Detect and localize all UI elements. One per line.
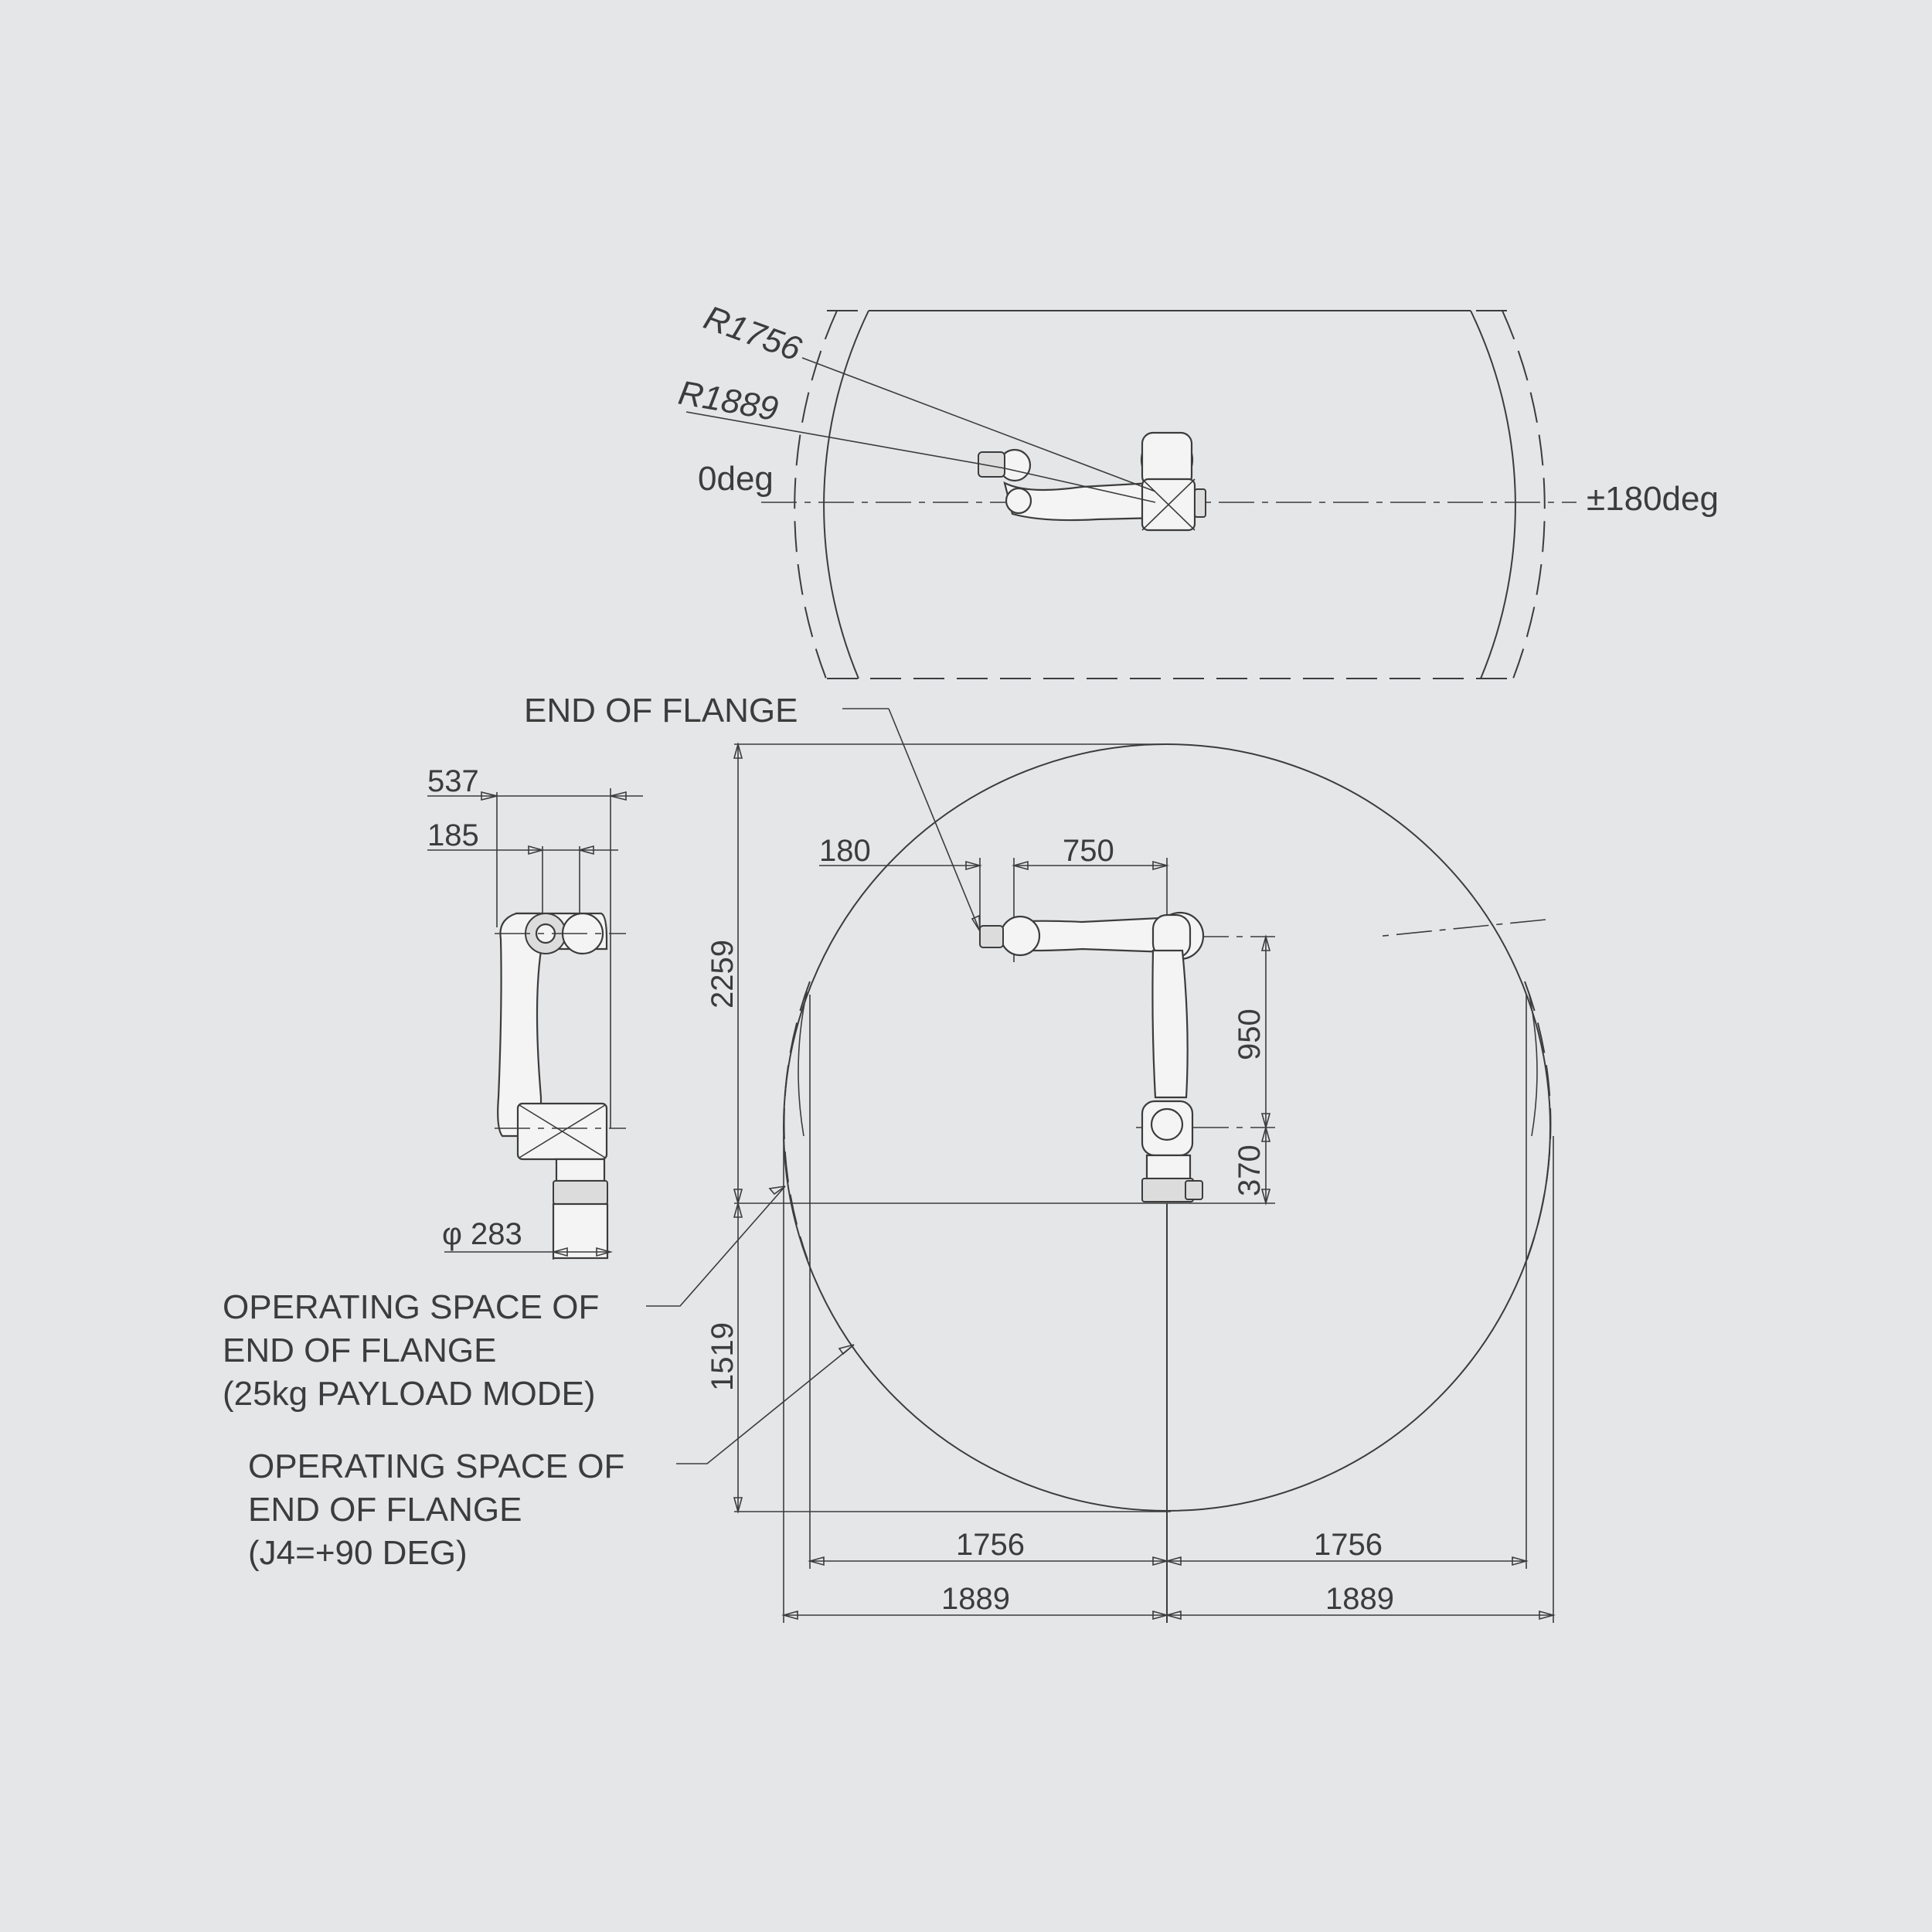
dim-283: φ 283	[442, 1217, 522, 1251]
dim-180: 180	[819, 834, 871, 868]
leader-r1756	[801, 357, 1156, 492]
callout-payload-line1: OPERATING SPACE OF	[223, 1288, 599, 1326]
dim-950: 950	[1233, 1009, 1267, 1060]
dim-1756-right: 1756	[1314, 1528, 1383, 1562]
dim-2259: 2259	[706, 940, 740, 1009]
dim-750: 750	[1063, 834, 1114, 868]
callout-space-payload: OPERATING SPACE OF END OF FLANGE (25kg P…	[223, 1288, 609, 1413]
front-view: 537 185 φ 283	[427, 764, 643, 1260]
top-envelope-dashed	[794, 310, 1546, 679]
front-robot	[497, 912, 609, 1260]
leader-r1889	[685, 411, 1005, 469]
dim-1889-right: 1889	[1325, 1582, 1394, 1616]
callout-payload-line2: END OF FLANGE	[223, 1332, 497, 1369]
callout-space-j4: OPERATING SPACE OF END OF FLANGE (J4=+90…	[248, 1447, 634, 1572]
envelope-dashed-arcs	[783, 981, 1552, 1260]
callout-j4-line3: (J4=+90 DEG)	[248, 1534, 468, 1572]
side-robot	[979, 911, 1205, 1202]
label-r1756: R1756	[699, 298, 807, 369]
top-envelope-outer	[823, 310, 1516, 679]
dim-185: 185	[427, 818, 479, 852]
callout-end-of-flange: END OF FLANGE	[524, 692, 798, 730]
dim-537: 537	[427, 764, 479, 798]
callout-payload-line3: (25kg PAYLOAD MODE)	[223, 1375, 596, 1413]
callout-j4-line1: OPERATING SPACE OF	[248, 1447, 624, 1485]
dim-370: 370	[1233, 1145, 1267, 1196]
callout-j4-line2: END OF FLANGE	[248, 1491, 522, 1529]
side-view: 2259 1519 950 370 180 750	[223, 692, 1556, 1623]
top-robot	[978, 431, 1206, 532]
dim-1889-left: 1889	[941, 1582, 1010, 1616]
dim-1756-left: 1756	[956, 1528, 1025, 1562]
label-0deg: 0deg	[698, 460, 774, 498]
label-r1889: R1889	[675, 374, 781, 429]
top-view: R1756 R1889 0deg ±180deg	[675, 298, 1719, 679]
label-180deg: ±180deg	[1587, 480, 1719, 518]
dim-1519: 1519	[706, 1322, 740, 1391]
